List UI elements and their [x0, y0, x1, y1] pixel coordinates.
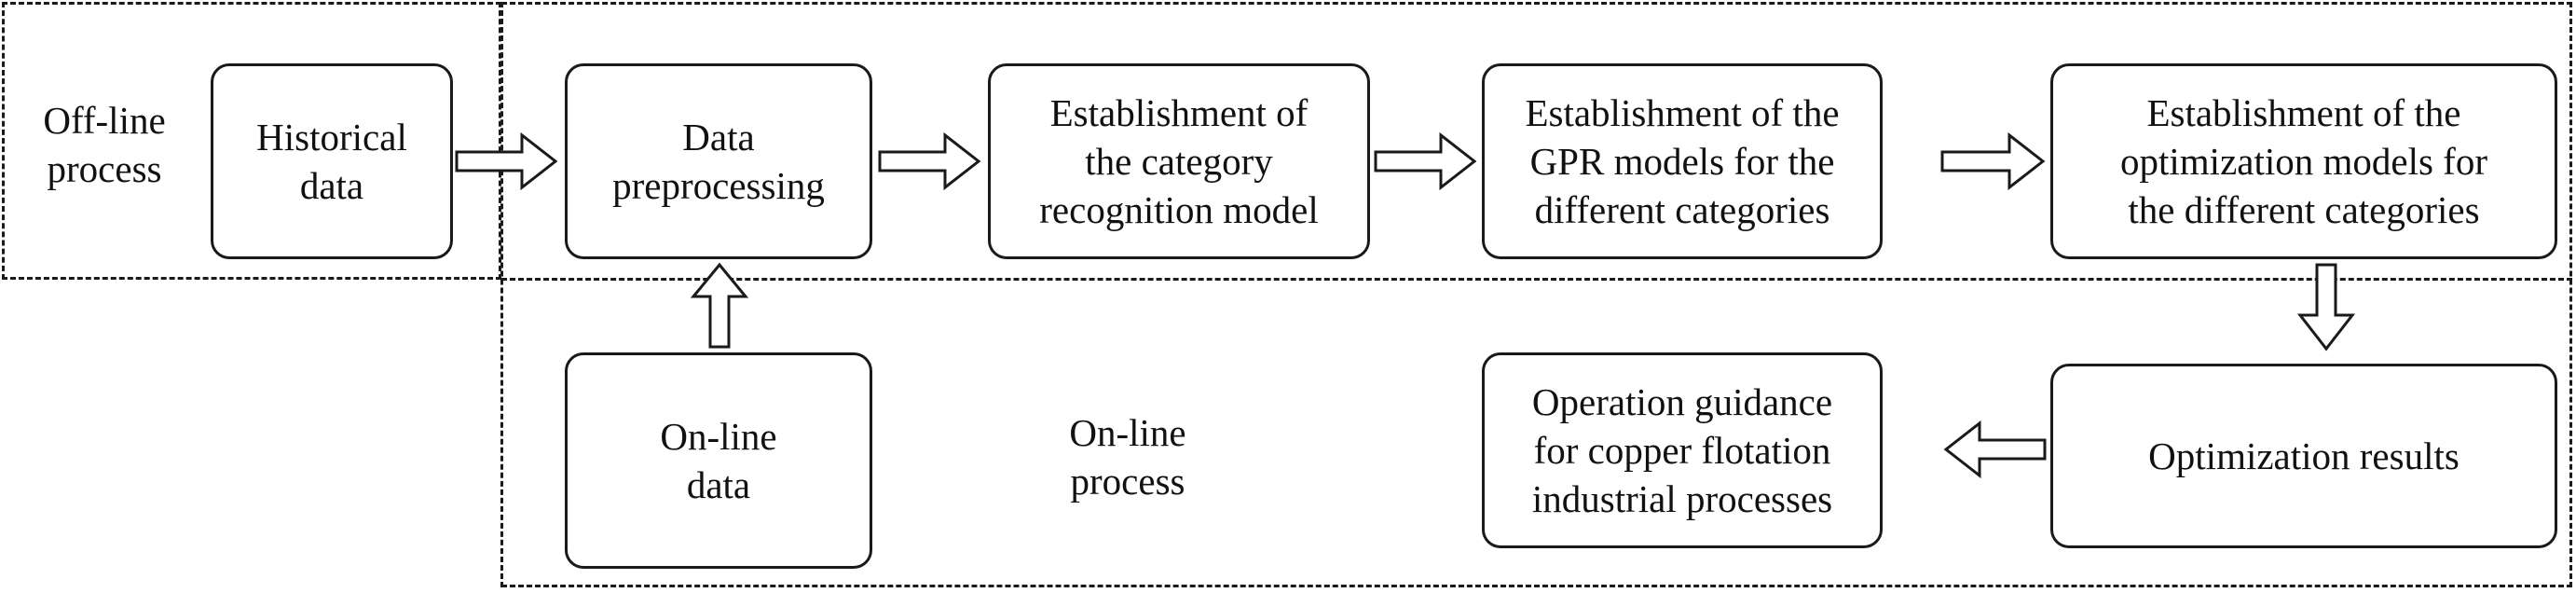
arrow-gpr-to-optimization [1940, 131, 2046, 191]
region-divider [501, 278, 2572, 281]
optimization-models-box: Establishment of the optimization models… [2050, 63, 2557, 259]
optimization-results-label: Optimization results [2148, 434, 2460, 477]
category-recognition-label: Establishment of the category recognitio… [1039, 91, 1319, 231]
gpr-models-box: Establishment of the GPR models for the … [1482, 63, 1883, 259]
arrow-preprocessing-to-category [878, 131, 981, 191]
arrow-historical-to-preprocessing [455, 131, 558, 191]
data-preprocessing-box: Data preprocessing [565, 63, 872, 259]
category-recognition-box: Establishment of the category recognitio… [988, 63, 1370, 259]
online-data-box: On-line data [565, 352, 872, 569]
online-process-label: On-line process [1069, 411, 1186, 503]
optimization-models-label: Establishment of the optimization models… [2120, 91, 2487, 231]
gpr-models-label: Establishment of the GPR models for the … [1525, 91, 1840, 231]
arrow-category-to-gpr [1374, 131, 1477, 191]
online-data-label: On-line data [660, 415, 777, 506]
arrow-results-to-guidance [1943, 420, 2047, 479]
operation-guidance-box: Operation guidance for copper flotation … [1482, 352, 1883, 548]
offline-process-label: Off-line process [43, 99, 166, 190]
operation-guidance-label: Operation guidance for copper flotation … [1531, 380, 1833, 520]
optimization-results-box: Optimization results [2050, 364, 2557, 548]
historical-data-box: Historical data [211, 63, 453, 259]
online-region-left-edge [500, 2, 503, 587]
historical-data-label: Historical data [256, 116, 407, 207]
data-preprocessing-label: Data preprocessing [612, 116, 825, 207]
